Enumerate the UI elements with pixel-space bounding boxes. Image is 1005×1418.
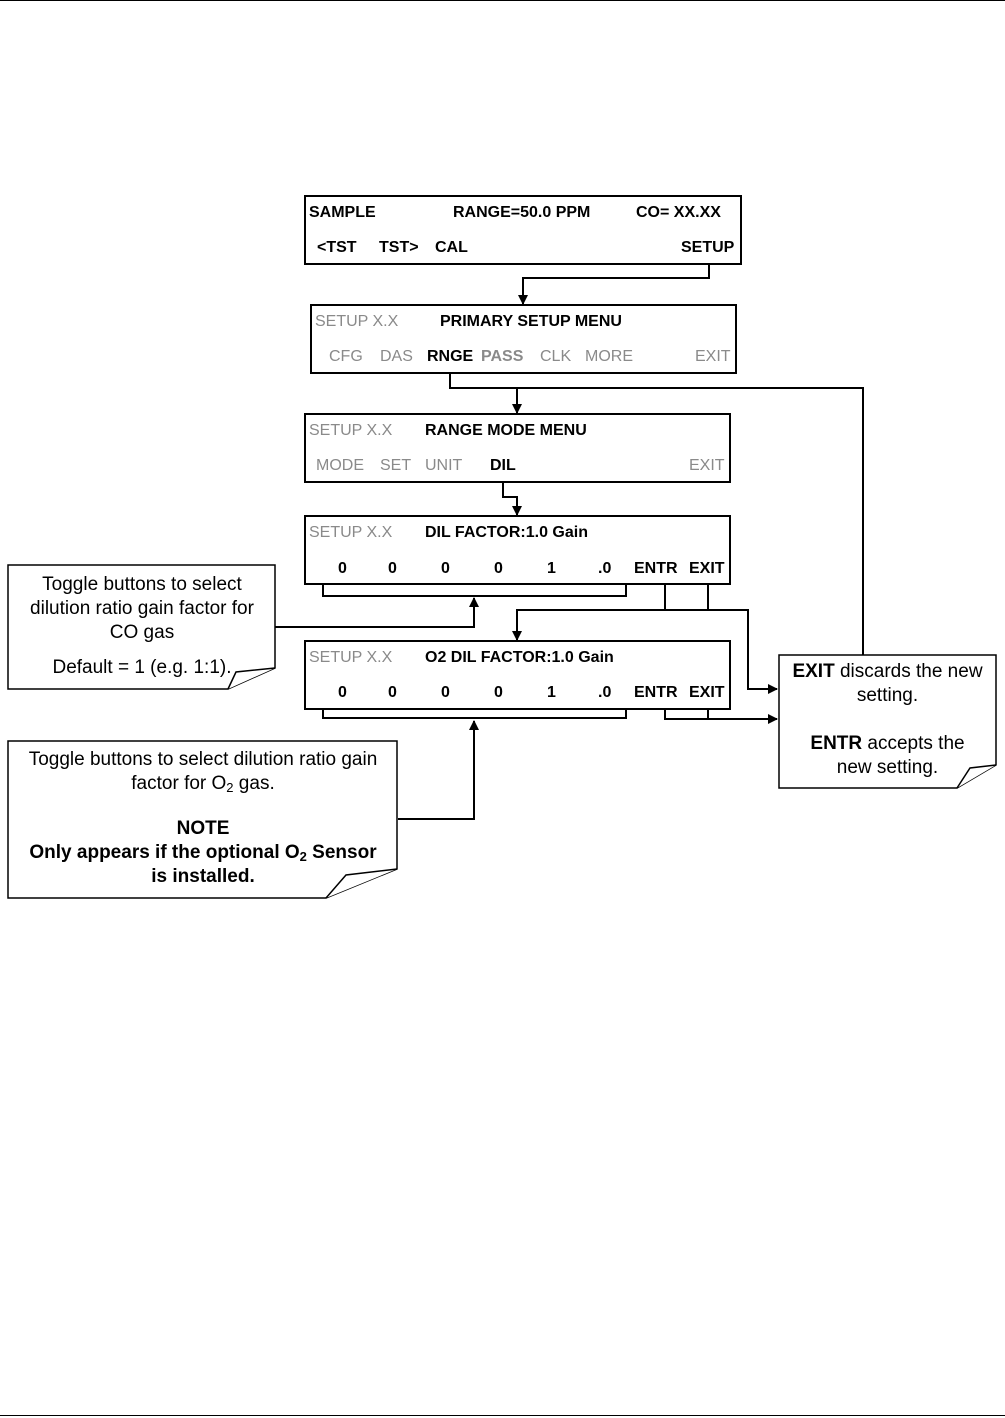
digit-button[interactable]: 1 <box>547 560 556 577</box>
cfg-button[interactable]: CFG <box>329 348 363 365</box>
arrow-note-co <box>275 597 479 628</box>
rnge-button[interactable]: RNGE <box>427 348 474 365</box>
menu-title: DIL FACTOR:1.0 Gain <box>425 524 588 541</box>
mode-label: SETUP X.X <box>309 524 393 541</box>
menu-title: O2 DIL FACTOR:1.0 Gain <box>425 649 614 666</box>
arrow-rnge-to-range <box>449 371 522 414</box>
mode-label: SAMPLE <box>309 204 376 221</box>
tst-next-button[interactable]: TST> <box>379 239 419 256</box>
note-line: Toggle buttons to select dilution ratio … <box>28 749 378 770</box>
digit-button[interactable]: 0 <box>388 684 397 701</box>
dil-button[interactable]: DIL <box>490 457 516 474</box>
digit-button[interactable]: 1 <box>547 684 556 701</box>
menu-title: RANGE MODE MENU <box>425 422 587 439</box>
more-button[interactable]: MORE <box>585 348 633 365</box>
setup-button[interactable]: SETUP <box>681 239 735 256</box>
note-default: Default = 1 (e.g. 1:1). <box>52 657 232 678</box>
exit-button[interactable]: EXIT <box>689 560 725 577</box>
screen-o2-dil-factor: SETUP X.X O2 DIL FACTOR:1.0 Gain 0 0 0 0… <box>304 640 731 710</box>
page-bottom-rule <box>0 1415 1005 1416</box>
note-co-text: Toggle buttons to select dilution ratio … <box>10 573 274 680</box>
arrow-dil-to-factor <box>502 480 522 516</box>
digit-button[interactable]: 0 <box>388 560 397 577</box>
note-line: ENTR accepts the <box>810 733 965 754</box>
screen-primary-setup: SETUP X.X PRIMARY SETUP MENU CFG DAS RNG… <box>310 304 737 374</box>
note-line: dilution ratio gain factor for <box>30 598 254 619</box>
mode-label: SETUP X.X <box>315 313 399 330</box>
digit-button[interactable]: 0 <box>494 684 503 701</box>
digit-button[interactable]: .0 <box>598 560 612 577</box>
note-o2-text: Toggle buttons to select dilution ratio … <box>10 748 396 889</box>
note-line: factor for O2 gas. <box>131 773 275 795</box>
mode-button[interactable]: MODE <box>316 457 364 474</box>
unit-button[interactable]: UNIT <box>425 457 463 474</box>
note-heading: NOTE <box>176 818 230 839</box>
digit-button[interactable]: 0 <box>494 560 503 577</box>
digit-button[interactable]: 0 <box>338 684 347 701</box>
clk-button[interactable]: CLK <box>540 348 572 365</box>
exit-button[interactable]: EXIT <box>695 348 731 365</box>
arrow-note-o2 <box>398 720 479 820</box>
arrow-screen4-to-screen5 <box>512 609 748 641</box>
note-line: Only appears if the optional O2 Sensor <box>29 842 377 864</box>
note-line: CO gas <box>109 622 175 643</box>
page-top-rule <box>0 0 1005 1</box>
screen-sample: SAMPLE RANGE=50.0 PPM CO= XX.XX <TST TST… <box>304 195 742 265</box>
set-button[interactable]: SET <box>380 457 412 474</box>
screen-range-mode: SETUP X.X RANGE MODE MENU MODE SET UNIT … <box>304 413 731 483</box>
enter-button[interactable]: ENTR <box>634 560 678 577</box>
digit-button[interactable]: .0 <box>598 684 612 701</box>
mode-label: SETUP X.X <box>309 649 393 666</box>
digit-button[interactable]: 0 <box>338 560 347 577</box>
exit-button[interactable]: EXIT <box>689 684 725 701</box>
mode-label: SETUP X.X <box>309 422 393 439</box>
range-label: RANGE=50.0 PPM <box>453 204 591 221</box>
das-button[interactable]: DAS <box>380 348 413 365</box>
arrow-setup-to-primary <box>518 263 710 305</box>
menu-title: PRIMARY SETUP MENU <box>440 313 622 330</box>
tst-prev-button[interactable]: <TST <box>317 239 357 256</box>
digit-button[interactable]: 0 <box>441 560 450 577</box>
exit-button[interactable]: EXIT <box>689 457 725 474</box>
note-exit-text: EXIT discards the new setting. ENTR acce… <box>780 660 995 780</box>
conc-label: CO= XX.XX <box>636 204 721 221</box>
note-line: EXIT discards the new <box>792 661 983 682</box>
note-line: new setting. <box>836 757 939 778</box>
enter-button[interactable]: ENTR <box>634 684 678 701</box>
pass-button[interactable]: PASS <box>481 348 524 365</box>
note-line: setting. <box>856 685 919 706</box>
digit-button[interactable]: 0 <box>441 684 450 701</box>
note-line: Toggle buttons to select <box>42 574 242 595</box>
note-line: is installed. <box>151 866 255 887</box>
cal-button[interactable]: CAL <box>435 239 468 256</box>
screen-dil-factor: SETUP X.X DIL FACTOR:1.0 Gain 0 0 0 0 1 … <box>304 515 731 585</box>
